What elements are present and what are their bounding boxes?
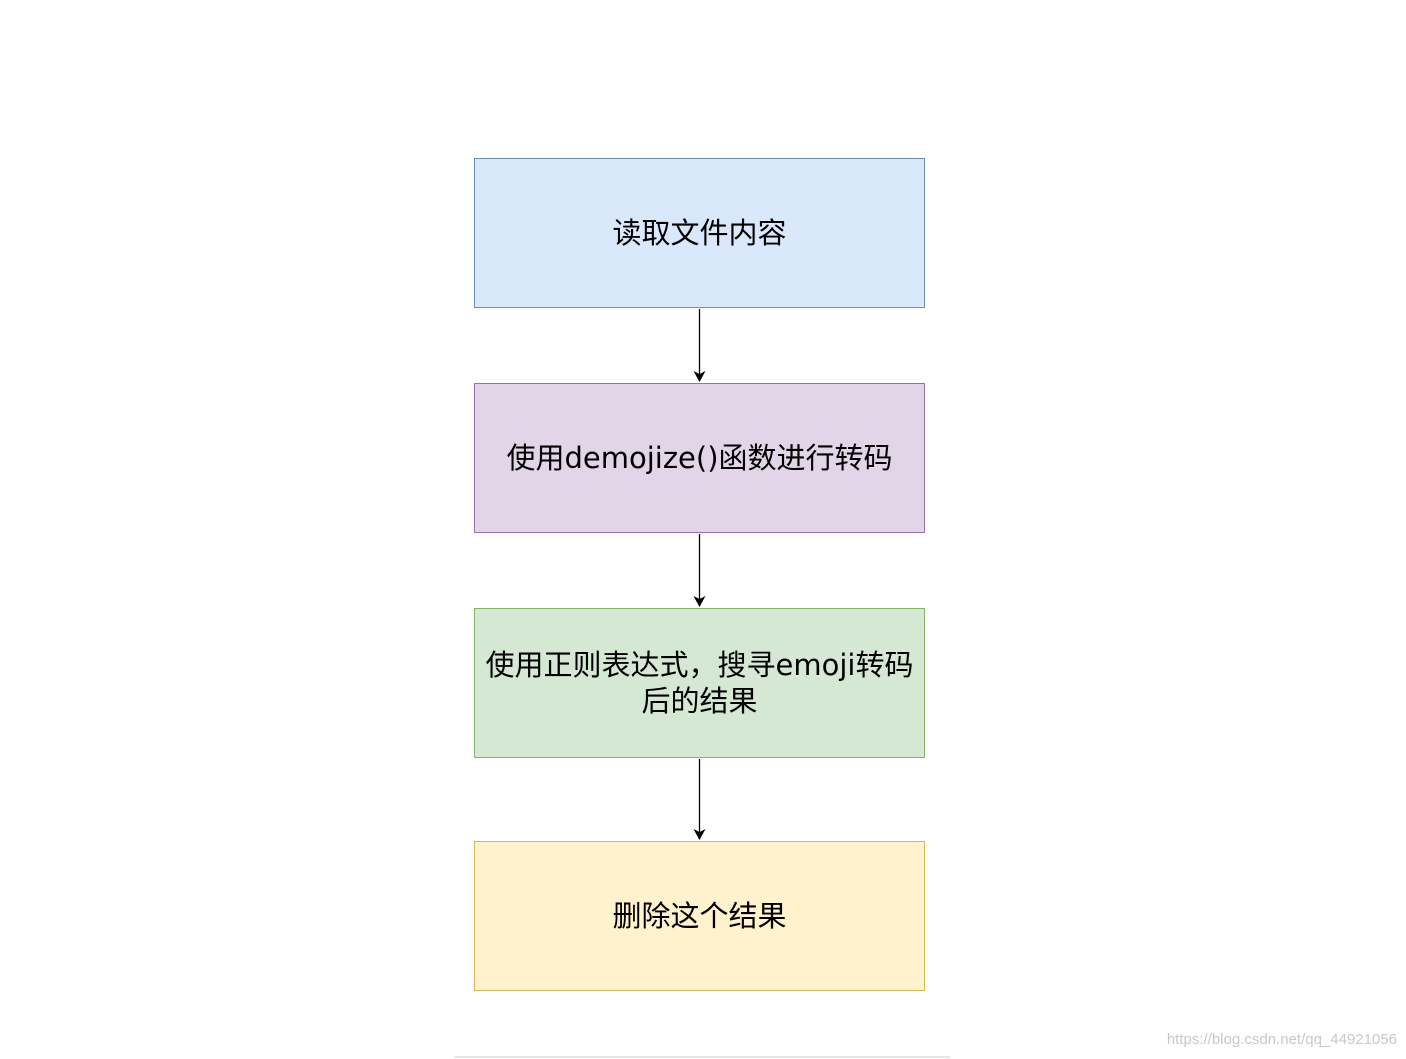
flow-step-delete-result: 删除这个结果: [474, 841, 925, 991]
flow-step-regex-search: 使用正则表达式，搜寻emoji转码后的结果: [474, 608, 925, 758]
flow-step-read-file: 读取文件内容: [474, 158, 925, 308]
flow-step-demojize: 使用demojize()函数进行转码: [474, 383, 925, 533]
flow-step-label: 读取文件内容: [612, 216, 787, 250]
flow-step-label: 删除这个结果: [612, 899, 787, 933]
flow-step-label: 使用正则表达式，搜寻emoji转码后的结果: [485, 648, 914, 718]
flow-step-label: 使用demojize()函数进行转码: [506, 441, 893, 475]
bottom-divider: [454, 1056, 950, 1058]
watermark: https://blog.csdn.net/qq_44921056: [1166, 1031, 1397, 1048]
